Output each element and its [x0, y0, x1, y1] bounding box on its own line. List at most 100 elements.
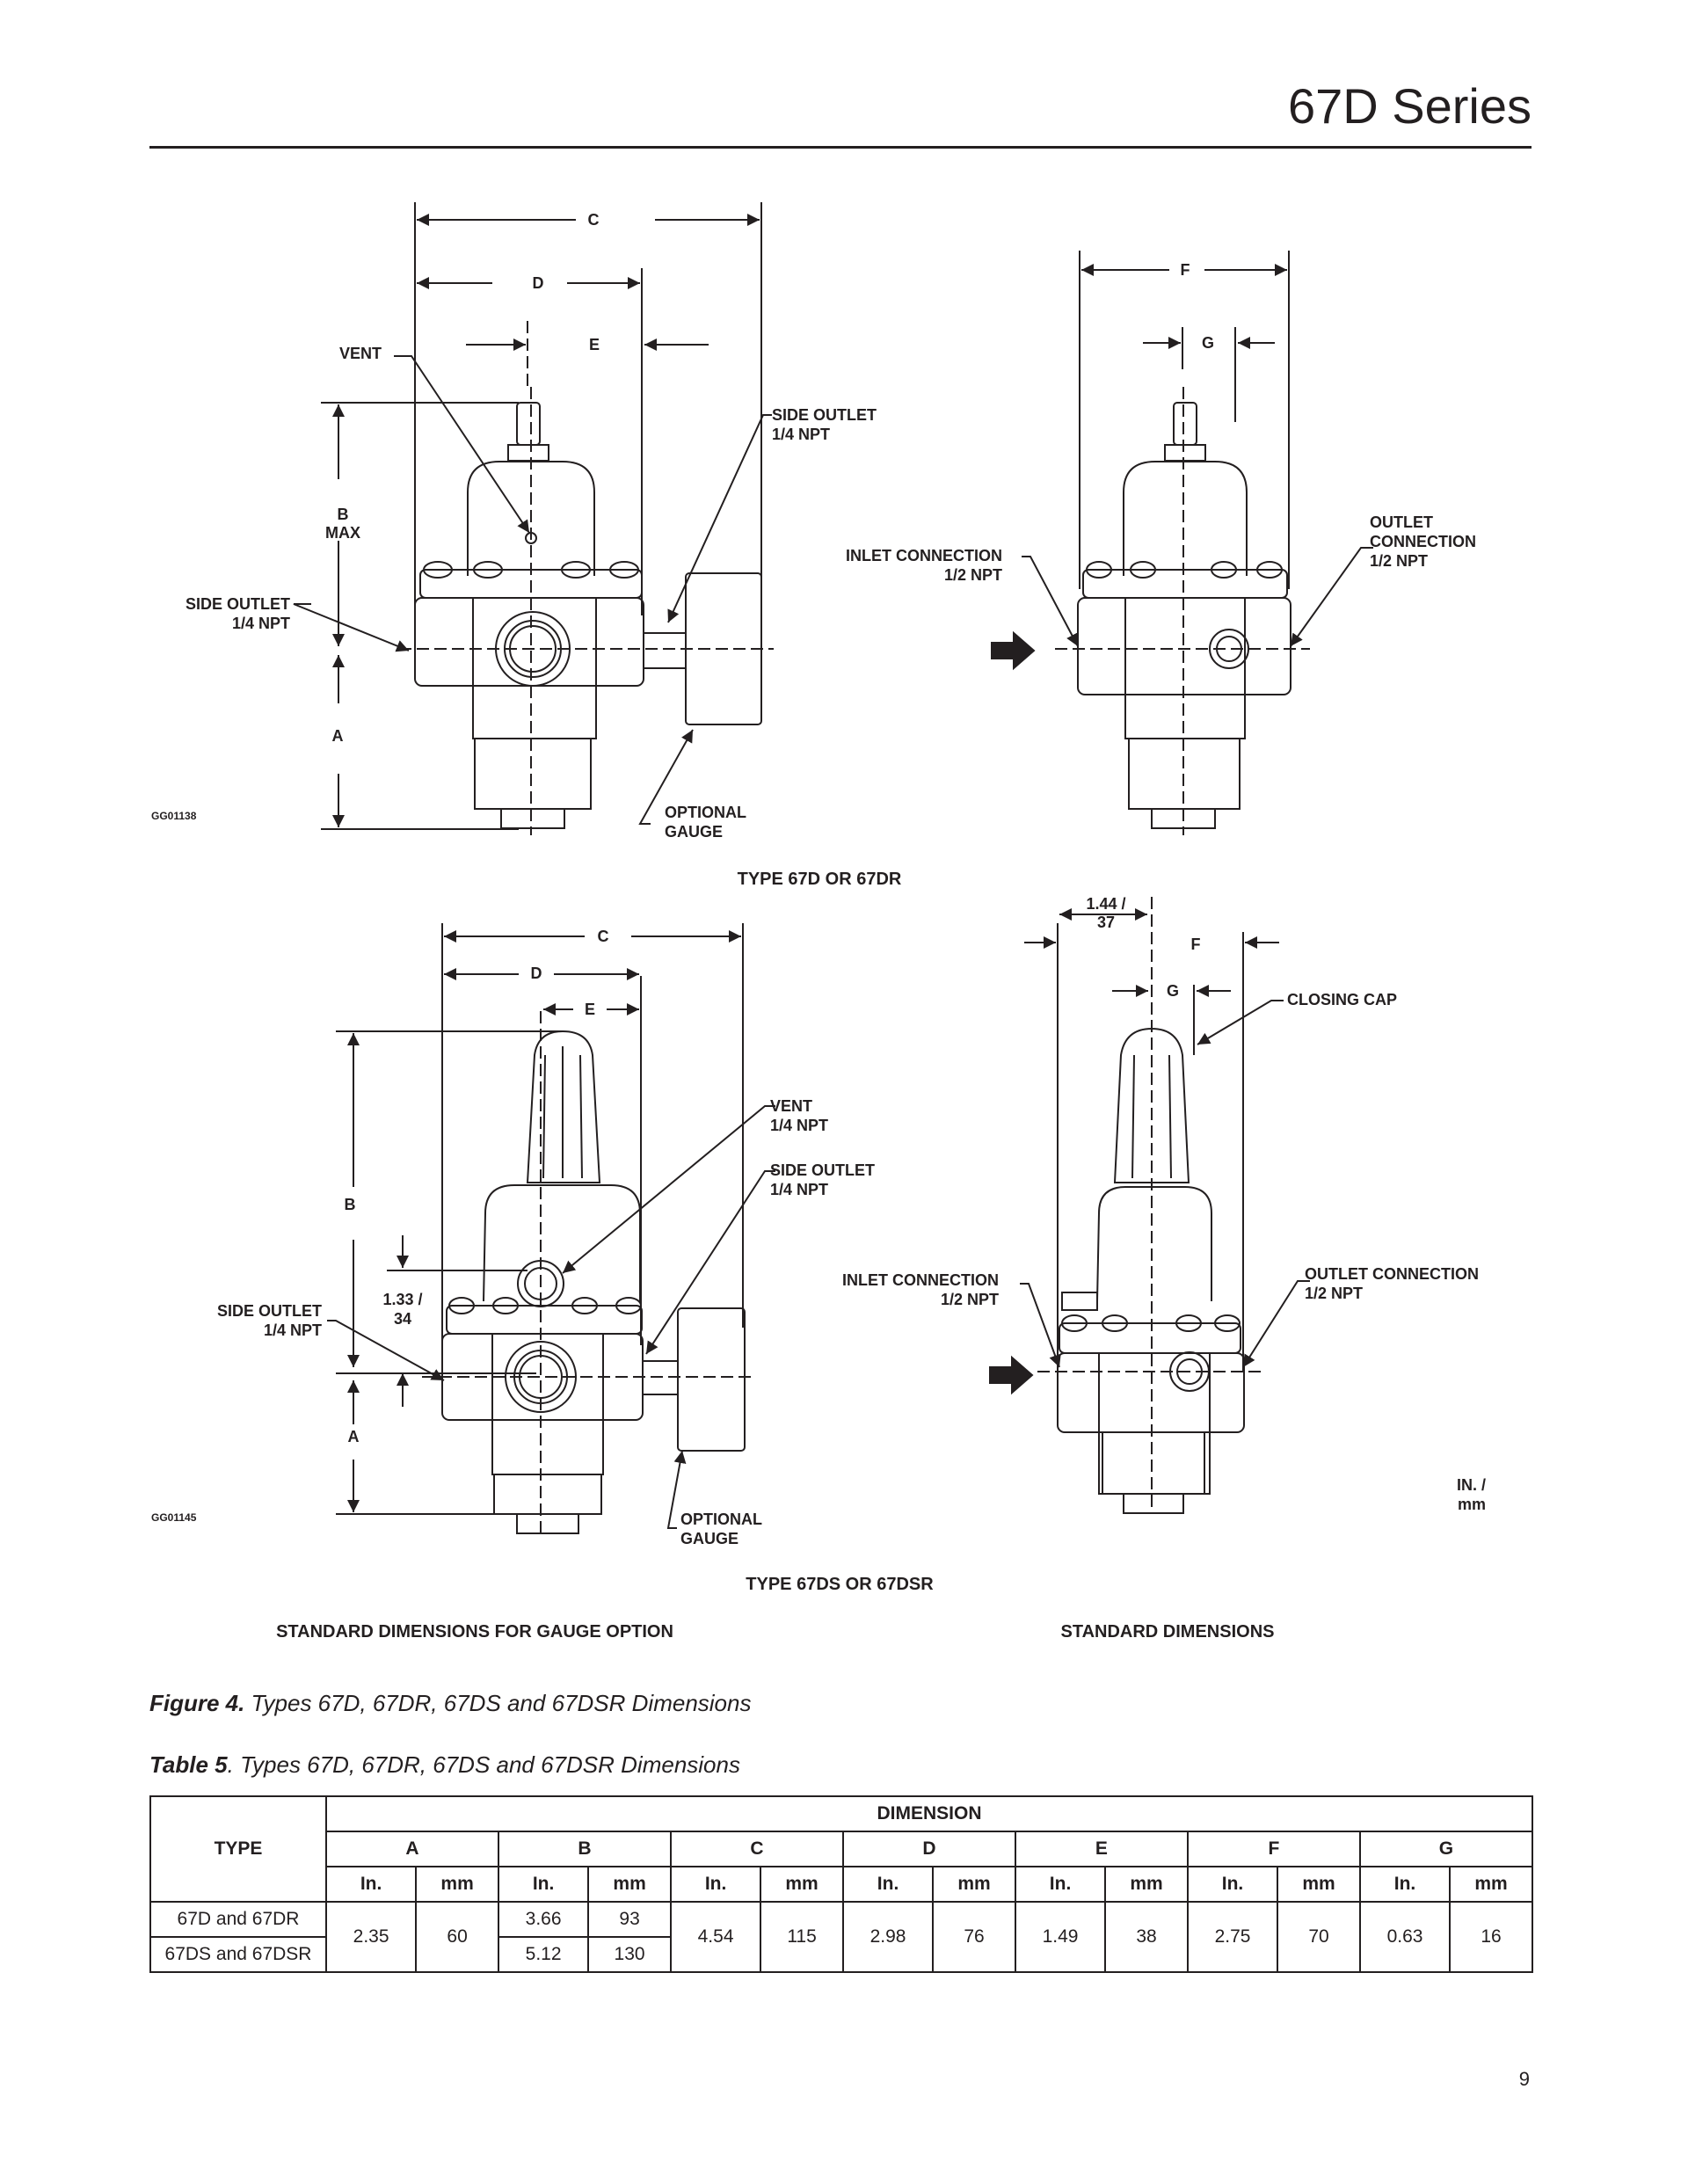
- callout-side-outlet-right-1: SIDE OUTLET: [772, 406, 877, 424]
- units-label-2: mm: [1458, 1496, 1486, 1513]
- unit-mm: mm: [1277, 1866, 1361, 1903]
- cell-c-mm: 115: [760, 1901, 844, 1973]
- callout-inlet-bottom-2: 1/2 NPT: [941, 1291, 999, 1308]
- cell-g-mm: 16: [1449, 1901, 1533, 1973]
- col-header-e: E: [1014, 1831, 1189, 1867]
- callout-vent-bottom-1: VENT: [770, 1097, 812, 1115]
- callout-side-outlet-left-bottom-2: 1/4 NPT: [264, 1321, 322, 1339]
- cell-f-in: 2.75: [1186, 1901, 1279, 1973]
- cell-b-mm-67d: 93: [587, 1901, 672, 1938]
- dim-label-d: D: [533, 274, 544, 292]
- top-left-regulator-view: [293, 202, 774, 835]
- unit-mm: mm: [415, 1866, 499, 1903]
- dim-label-width-1: 1.44 /: [1086, 895, 1125, 913]
- bottom-left-regulator-view: [327, 923, 775, 1539]
- cell-e-mm: 38: [1104, 1901, 1189, 1973]
- figure-caption-text: Types 67D, 67DR, 67DS and 67DSR Dimensio…: [244, 1690, 752, 1716]
- cell-g-in: 0.63: [1358, 1901, 1452, 1973]
- callout-outlet-bottom-2: 1/2 NPT: [1305, 1285, 1363, 1302]
- dim-label-e-bottom: E: [585, 1001, 595, 1018]
- callout-optional-gauge-bottom-2: GAUGE: [680, 1530, 738, 1547]
- dimensions-table: TYPE DIMENSION A B C D E F G In.mm In.mm…: [149, 1795, 1534, 1973]
- callout-outlet-1: OUTLET: [1370, 513, 1433, 531]
- row-type-67d: 67D and 67DR: [149, 1901, 327, 1938]
- type-header: TYPE: [149, 1795, 327, 1903]
- dim-label-offset-1: 1.33 /: [382, 1291, 422, 1308]
- dim-label-b: B: [338, 506, 349, 523]
- callout-side-outlet-left-2: 1/4 NPT: [232, 615, 290, 632]
- cell-d-mm: 76: [932, 1901, 1016, 1973]
- bottom-right-regulator-view: [989, 897, 1310, 1514]
- dim-label-g: G: [1202, 334, 1214, 352]
- unit-in: In.: [1186, 1866, 1279, 1903]
- callout-outlet-bottom-1: OUTLET CONNECTION: [1305, 1265, 1479, 1283]
- row-type-67ds: 67DS and 67DSR: [149, 1936, 327, 1973]
- unit-mm: mm: [932, 1866, 1016, 1903]
- callout-inlet-bottom-1: INLET CONNECTION: [842, 1271, 999, 1289]
- table-caption: Table 5. Types 67D, 67DR, 67DS and 67DSR…: [149, 1751, 740, 1779]
- callout-inlet-1: INLET CONNECTION: [846, 547, 1002, 564]
- unit-in: In.: [497, 1866, 590, 1903]
- type-label-bottom: TYPE 67DS OR 67DSR: [746, 1575, 934, 1594]
- col-header-d: D: [841, 1831, 1016, 1867]
- table-row: 67DS and 67DSR 5.12 130: [149, 1936, 1532, 1973]
- dim-label-f-bottom: F: [1191, 935, 1201, 953]
- footer-label-left: STANDARD DIMENSIONS FOR GAUGE OPTION: [276, 1622, 673, 1642]
- figure-caption: Figure 4. Types 67D, 67DR, 67DS and 67DS…: [149, 1690, 751, 1717]
- dim-label-g-bottom: G: [1167, 982, 1179, 1000]
- dim-label-c: C: [588, 211, 600, 229]
- unit-mm: mm: [1449, 1866, 1533, 1903]
- cell-f-mm: 70: [1277, 1901, 1361, 1973]
- unit-in: In.: [1014, 1866, 1107, 1903]
- callout-closing-cap: CLOSING CAP: [1287, 991, 1397, 1008]
- unit-mm: mm: [1104, 1866, 1189, 1903]
- dim-label-width-2: 37: [1097, 914, 1115, 931]
- cell-b-in-67d: 3.66: [497, 1901, 590, 1938]
- callout-optional-gauge-2: GAUGE: [665, 823, 723, 841]
- cell-e-in: 1.49: [1014, 1901, 1107, 1973]
- callout-optional-gauge-bottom-1: OPTIONAL: [680, 1511, 762, 1528]
- dimension-header: DIMENSION: [325, 1795, 1533, 1832]
- series-title: 67D Series: [1287, 78, 1532, 134]
- col-header-f: F: [1186, 1831, 1361, 1867]
- units-label-1: IN. /: [1457, 1476, 1486, 1494]
- callout-vent-bottom-2: 1/4 NPT: [770, 1117, 828, 1134]
- cell-b-in-67ds: 5.12: [497, 1936, 590, 1973]
- dim-label-a-bottom: A: [348, 1428, 360, 1445]
- dimension-drawing: C D E B MAX A F G VENT SIDE OUTLET 1/4 N…: [151, 202, 1486, 1642]
- callout-outlet-2: CONNECTION: [1370, 533, 1476, 550]
- header-rule: [149, 146, 1532, 149]
- cell-c-in: 4.54: [669, 1901, 762, 1973]
- dim-label-b-bottom: B: [345, 1196, 356, 1213]
- table-caption-label: Table 5: [149, 1751, 228, 1778]
- dim-label-a: A: [332, 727, 344, 745]
- col-header-g: G: [1358, 1831, 1534, 1867]
- table-caption-text: . Types 67D, 67DR, 67DS and 67DSR Dimens…: [227, 1751, 740, 1778]
- callout-inlet-2: 1/2 NPT: [944, 566, 1002, 584]
- footer-label-right: STANDARD DIMENSIONS: [1061, 1622, 1275, 1642]
- figure-caption-label: Figure 4.: [149, 1690, 245, 1716]
- dim-label-offset-2: 34: [394, 1310, 411, 1328]
- page-number: 9: [1518, 2068, 1530, 2090]
- unit-in: In.: [841, 1866, 935, 1903]
- callout-outlet-3: 1/2 NPT: [1370, 552, 1428, 570]
- unit-in: In.: [669, 1866, 762, 1903]
- unit-in: In.: [324, 1866, 418, 1903]
- col-header-b: B: [497, 1831, 672, 1867]
- cell-a-mm: 60: [415, 1901, 499, 1973]
- col-header-a: A: [325, 1831, 499, 1867]
- callout-side-outlet-left-bottom-1: SIDE OUTLET: [217, 1302, 322, 1320]
- drawing-id-bottom: GG01145: [151, 1511, 197, 1524]
- dim-label-c-bottom: C: [598, 928, 609, 945]
- callout-optional-gauge-1: OPTIONAL: [665, 804, 746, 821]
- callout-side-outlet-left-1: SIDE OUTLET: [186, 595, 290, 613]
- callout-side-outlet-right-bottom-2: 1/4 NPT: [770, 1181, 828, 1198]
- top-right-regulator-view: [991, 251, 1373, 835]
- dim-label-b-max: MAX: [325, 524, 360, 542]
- table-row: 67D and 67DR 2.35 60 3.66 93 4.54 115 2.…: [149, 1901, 1533, 1973]
- callout-vent: VENT: [339, 345, 382, 362]
- dim-label-e: E: [589, 336, 600, 353]
- unit-mm: mm: [587, 1866, 672, 1903]
- callout-side-outlet-right-bottom-1: SIDE OUTLET: [770, 1161, 875, 1179]
- cell-d-in: 2.98: [841, 1901, 935, 1973]
